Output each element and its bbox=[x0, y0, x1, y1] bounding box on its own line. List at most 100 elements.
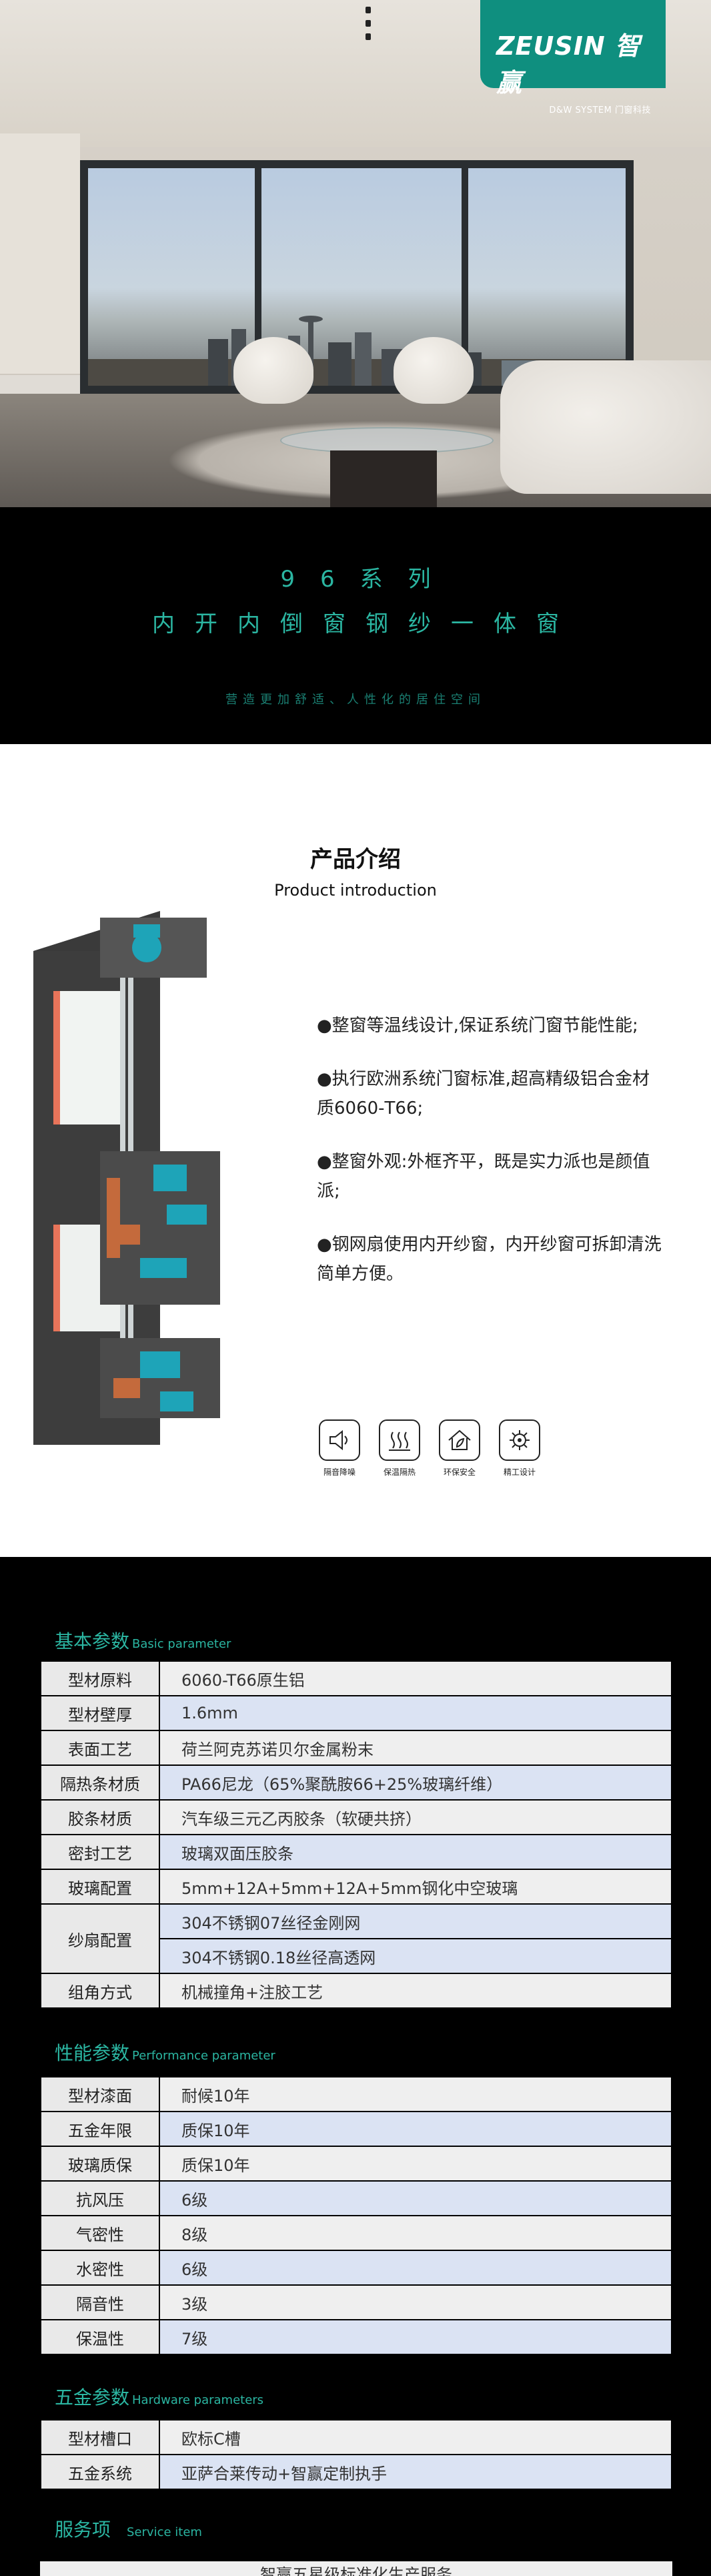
param-value: 欧标C槽 bbox=[159, 2419, 672, 2455]
icon-label: 隔音降噪 bbox=[323, 1468, 356, 1477]
param-value: 耐候10年 bbox=[159, 2076, 672, 2112]
table-row: 玻璃质保质保10年 bbox=[40, 2146, 672, 2182]
param-value: 6级 bbox=[159, 2180, 672, 2216]
param-key: 玻璃质保 bbox=[40, 2146, 160, 2182]
left-wall bbox=[0, 133, 80, 414]
series-title-band: 96系列 内开内倒窗钢纱一体窗 营造更加舒适、人性化的居住空间 bbox=[0, 507, 711, 744]
section-title-en: Service item bbox=[127, 2525, 202, 2539]
feature-icon-item: 环保安全 bbox=[437, 1419, 482, 1478]
hardware-parameter-table: 型材槽口欧标C槽 五金系统亚萨合莱传动+智赢定制执手 bbox=[40, 2419, 672, 2490]
coffee-table bbox=[280, 427, 494, 454]
table-row: 胶条材质汽车级三元乙丙胶条（软硬共挤） bbox=[40, 1799, 672, 1835]
feature-list: ●整窗等温线设计,保证系统门窗节能性能; ●执行欧洲系统门窗标准,超高精级铝合金… bbox=[317, 1011, 664, 1313]
icon-label: 保温隔热 bbox=[383, 1468, 416, 1477]
section-title-zh: 基本参数 bbox=[55, 1630, 130, 1652]
eco-home-icon bbox=[439, 1419, 480, 1461]
param-key: 气密性 bbox=[40, 2215, 160, 2251]
table-row: 组角方式机械撞角+注胶工艺 bbox=[40, 1973, 672, 2009]
param-value: PA66尼龙（65%聚酰胺66+25%玻璃纤维） bbox=[159, 1764, 672, 1801]
section-title-zh: 性能参数 bbox=[55, 2042, 130, 2064]
param-value: 5mm+12A+5mm+12A+5mm钢化中空玻璃 bbox=[159, 1869, 672, 1905]
icon-label: 环保安全 bbox=[443, 1468, 476, 1477]
param-value: 1.6mm bbox=[159, 1695, 672, 1731]
table-row: 型材槽口欧标C槽 bbox=[40, 2419, 672, 2455]
sound-insulation-icon bbox=[319, 1419, 360, 1461]
feature-icon-item: 精工设计 bbox=[497, 1419, 542, 1478]
window-mullion bbox=[255, 168, 261, 386]
thermal-insulation-icon bbox=[379, 1419, 420, 1461]
param-value: 玻璃双面压胶条 bbox=[159, 1834, 672, 1870]
sofa bbox=[500, 360, 711, 494]
section-title-en: Performance parameter bbox=[132, 2049, 275, 2063]
param-key: 型材槽口 bbox=[40, 2419, 160, 2455]
intro-subtitle: Product introduction bbox=[274, 881, 437, 900]
feature-icons: 隔音降噪 保温隔热 环保安全 精工设计 bbox=[317, 1419, 557, 1478]
window-mullion bbox=[462, 168, 468, 386]
lounge-chair bbox=[394, 337, 474, 404]
ceiling-light bbox=[366, 20, 371, 27]
param-value: 8级 bbox=[159, 2215, 672, 2251]
series-title: 96系列 bbox=[280, 566, 456, 593]
param-key: 型材漆面 bbox=[40, 2076, 160, 2112]
section-title-zh: 五金参数 bbox=[55, 2386, 130, 2408]
param-key: 保温性 bbox=[40, 2319, 160, 2355]
table-row: 304不锈钢0.18丝径高透网 bbox=[41, 1938, 672, 1974]
param-value: 6级 bbox=[159, 2250, 672, 2286]
param-key: 组角方式 bbox=[40, 1973, 160, 2009]
product-intro-section: 产品介绍 Product introduction bbox=[0, 744, 711, 1557]
param-value: 机械撞角+注胶工艺 bbox=[159, 1973, 672, 2009]
feature-icon-item: 隔音降噪 bbox=[317, 1419, 362, 1478]
table-row: 五金系统亚萨合莱传动+智赢定制执手 bbox=[40, 2454, 672, 2490]
feature-icon-item: 保温隔热 bbox=[377, 1419, 422, 1478]
hero-image: ZEUSIN 智赢 D&W SYSTEM 门窗科技 bbox=[0, 0, 711, 507]
param-value: 7级 bbox=[159, 2319, 672, 2355]
param-value: 汽车级三元乙丙胶条（软硬共挤） bbox=[159, 1799, 672, 1835]
param-value: 304不锈钢0.18丝径高透网 bbox=[159, 1938, 672, 1974]
feature-item: ●钢网扇使用内开纱窗，内开纱窗可拆卸清洗简单方便。 bbox=[317, 1235, 662, 1284]
param-key: 玻璃配置 bbox=[40, 1869, 160, 1905]
section-title-en: Basic parameter bbox=[132, 1637, 231, 1651]
brand-name: ZEUSIN 智赢 bbox=[496, 31, 641, 97]
ceiling-light bbox=[366, 7, 371, 13]
param-value: 质保10年 bbox=[159, 2111, 672, 2147]
param-key: 型材壁厚 bbox=[40, 1695, 160, 1731]
param-key: 隔音性 bbox=[40, 2284, 160, 2320]
service-item-row: 智赢五星级标准化生产服务 bbox=[40, 2561, 672, 2576]
param-value: 6060-T66原生铝 bbox=[159, 1660, 672, 1696]
table-row: 表面工艺荷兰阿克苏诺贝尔金属粉末 bbox=[40, 1730, 672, 1766]
param-value: 亚萨合莱传动+智赢定制执手 bbox=[159, 2454, 672, 2490]
product-name: 内开内倒窗钢纱一体窗 bbox=[152, 611, 579, 637]
slogan: 营造更加舒适、人性化的居住空间 bbox=[225, 693, 486, 707]
param-key: 水密性 bbox=[40, 2250, 160, 2286]
param-value: 质保10年 bbox=[159, 2146, 672, 2182]
param-key: 密封工艺 bbox=[40, 1834, 160, 1870]
feature-item: ●整窗外观:外框齐平，既是实力派也是颜值派; bbox=[317, 1152, 650, 1201]
section-title-en: Hardware parameters bbox=[132, 2393, 264, 2407]
brand-logo: ZEUSIN 智赢 D&W SYSTEM 门窗科技 bbox=[480, 0, 666, 115]
table-row: 五金年限质保10年 bbox=[40, 2111, 672, 2147]
feature-item: ●执行欧洲系统门窗标准,超高精级铝合金材质6060-T66; bbox=[317, 1069, 650, 1118]
param-key: 型材原料 bbox=[40, 1660, 160, 1696]
param-key: 表面工艺 bbox=[40, 1730, 160, 1766]
param-key: 五金年限 bbox=[40, 2111, 160, 2147]
feature-item: ●整窗等温线设计,保证系统门窗节能性能; bbox=[317, 1016, 638, 1036]
city-view bbox=[88, 168, 626, 386]
icon-label: 精工设计 bbox=[503, 1468, 536, 1477]
